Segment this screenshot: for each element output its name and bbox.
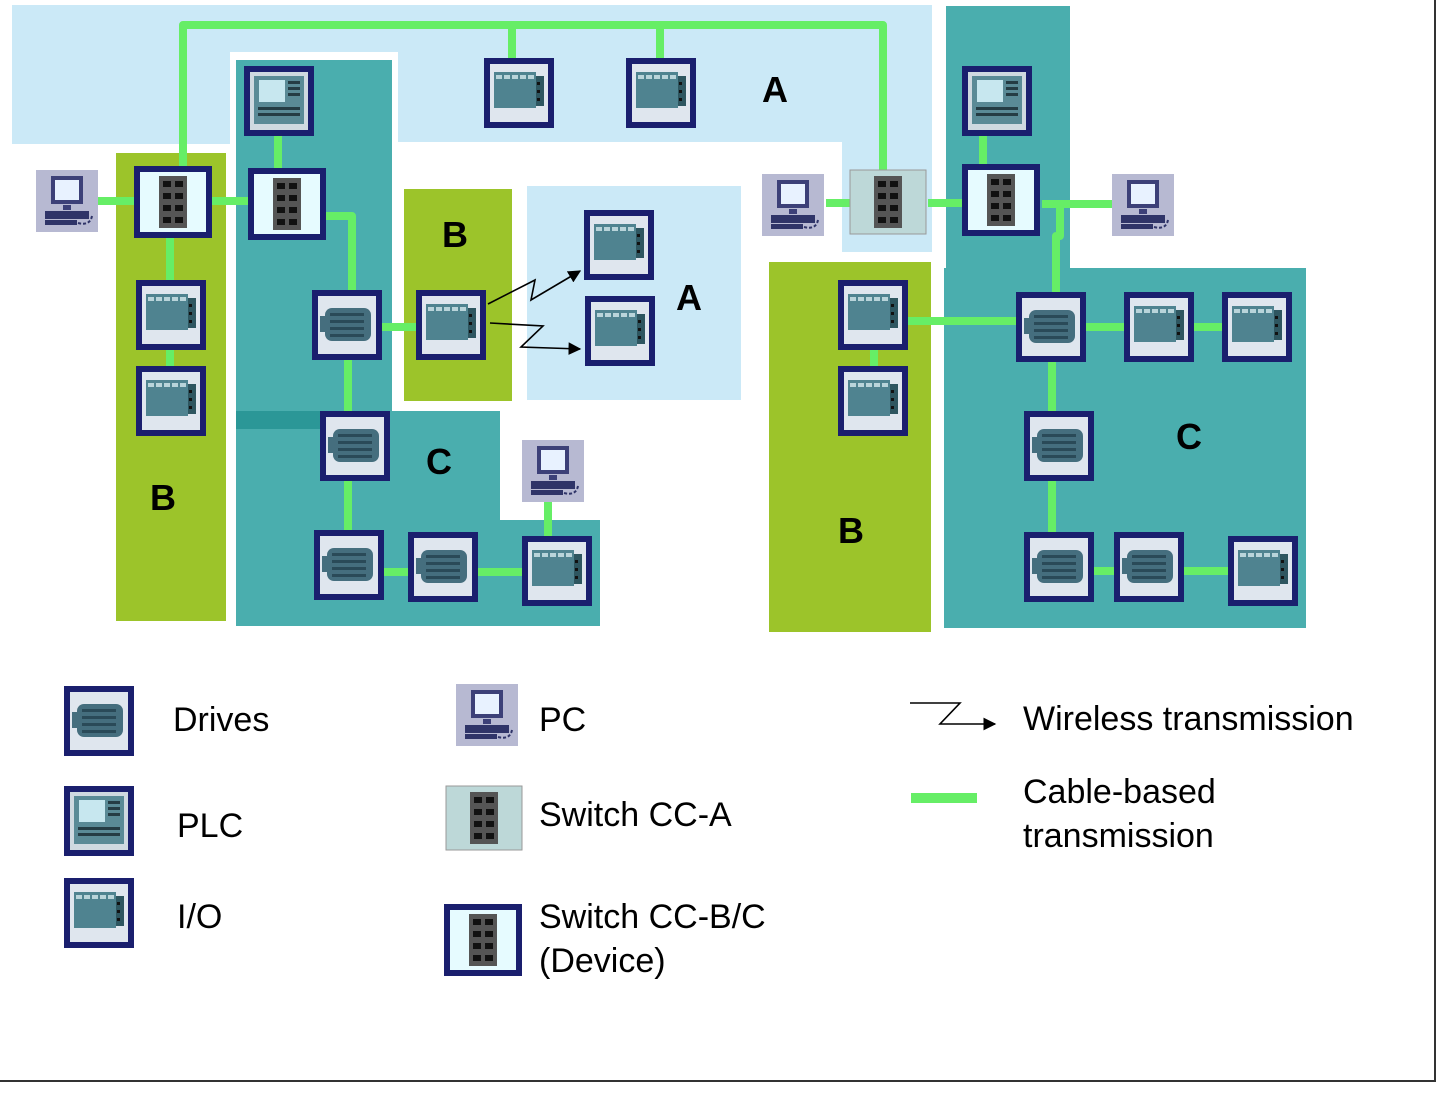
pc-icon xyxy=(761,173,825,237)
legend-wireless-icon xyxy=(910,702,997,731)
wireless-links xyxy=(487,270,582,356)
drive-icon xyxy=(1024,411,1094,481)
plc-icon xyxy=(962,66,1032,136)
switch-cc-bc-icon xyxy=(962,164,1040,236)
zone-label-c-right: C xyxy=(1176,416,1202,457)
io-module-icon xyxy=(416,290,486,360)
zone-label-b-right: B xyxy=(838,510,864,551)
io-module-icon xyxy=(1222,292,1292,362)
drive-icon xyxy=(1016,292,1086,362)
io-module-icon xyxy=(626,58,696,128)
legend-pc-label: PC xyxy=(539,701,586,739)
legend-io-label: I/O xyxy=(177,898,222,936)
switch-cc-a-icon xyxy=(849,169,927,235)
plc-icon xyxy=(244,66,314,136)
legend-drives-label: Drives xyxy=(173,701,269,739)
legend-switch-bc-label-2: (Device) xyxy=(539,942,666,980)
io-module-icon xyxy=(136,366,206,436)
pc-icon xyxy=(1111,173,1175,237)
zone-c-left-band xyxy=(236,411,326,429)
drive-icon xyxy=(312,290,382,360)
zone-label-b-middle: B xyxy=(442,214,468,255)
legend: Drives PLC I/O PC Switch CC-A Switch CC-… xyxy=(64,683,1354,980)
io-module-icon xyxy=(522,536,592,606)
legend-cable-label-1: Cable-based xyxy=(1023,773,1216,811)
legend-io-icon xyxy=(64,878,134,948)
io-module-icon xyxy=(484,58,554,128)
legend-switch-bc-icon xyxy=(444,904,522,976)
io-module-icon xyxy=(838,280,908,350)
zone-c-left xyxy=(236,60,600,626)
io-module-icon xyxy=(584,210,654,280)
io-module-icon xyxy=(1228,536,1298,606)
legend-switch-bc-label-1: Switch CC-B/C xyxy=(539,898,766,936)
pc-icon xyxy=(521,439,585,503)
legend-plc-label: PLC xyxy=(177,807,243,845)
drive-icon xyxy=(320,411,390,481)
io-module-icon xyxy=(838,366,908,436)
zone-label-a-wireless: A xyxy=(676,277,702,318)
switch-cc-bc-icon xyxy=(134,166,212,238)
io-module-icon xyxy=(136,280,206,350)
legend-drive-icon xyxy=(64,686,134,756)
legend-switch-a-icon xyxy=(445,785,523,851)
zone-label-a-top: A xyxy=(762,69,788,110)
switch-cc-bc-icon xyxy=(248,168,326,240)
legend-pc-icon xyxy=(455,683,519,747)
legend-cable-label-2: transmission xyxy=(1023,817,1214,855)
drive-icon xyxy=(1114,532,1184,602)
drive-icon xyxy=(408,532,478,602)
io-module-icon xyxy=(585,296,655,366)
drive-icon xyxy=(1024,532,1094,602)
legend-plc-icon xyxy=(64,786,134,856)
drive-icon xyxy=(314,530,384,600)
legend-switch-a-label: Switch CC-A xyxy=(539,796,732,834)
pc-icon xyxy=(35,169,99,233)
zone-label-b-left: B xyxy=(150,477,176,518)
zone-a-top xyxy=(12,5,932,252)
zone-label-c-left: C xyxy=(426,441,452,482)
cables xyxy=(98,21,1230,576)
io-module-icon xyxy=(1124,292,1194,362)
legend-wireless-label: Wireless transmission xyxy=(1023,700,1354,738)
